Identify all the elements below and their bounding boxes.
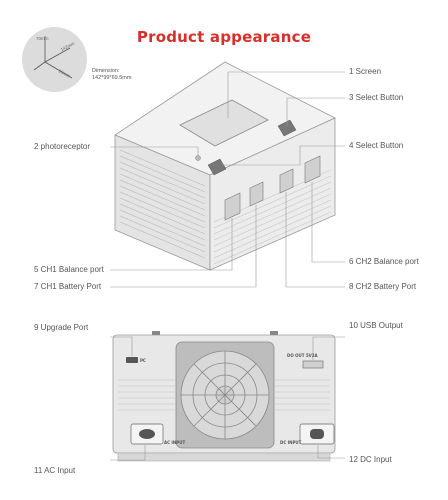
usb-output-port (302, 360, 324, 369)
callout-select-button-3: 3 Select Button (349, 93, 404, 102)
callout-dc-input: 12 DC Input (349, 455, 392, 464)
callout-ch1-balance: 5 CH1 Balance port (34, 265, 104, 274)
upgrade-port (126, 357, 138, 363)
callout-select-button-4: 4 Select Button (349, 141, 404, 150)
fan-grille (181, 351, 269, 439)
axis-height-label: 70mm (36, 36, 49, 41)
callout-ch2-balance: 6 CH2 Balance port (349, 257, 419, 266)
screen (179, 99, 269, 147)
dimension-title: Dimension: (92, 68, 120, 74)
dc-input-label: DC INPUT (280, 440, 302, 445)
ac-input-label: AC INPUT (164, 440, 186, 445)
rear-vents (118, 379, 330, 411)
callout-usb-output: 10 USB Output (349, 321, 403, 330)
callout-screen: 1 Screen (349, 67, 382, 76)
rear-top-button-right (270, 331, 278, 335)
callout-ac-input: 11 AC Input (34, 466, 76, 475)
charger-right-face (209, 117, 336, 271)
left-vents (119, 149, 206, 259)
ch1-balance-port (224, 192, 241, 221)
select-button-left (207, 158, 227, 176)
callout-lines-rear (110, 336, 345, 461)
dimension-value: 142*99*69.5mm (92, 75, 132, 81)
pc-port-label: PC (140, 358, 146, 363)
photoreceptor (195, 155, 201, 161)
dimension-box (22, 27, 87, 92)
callout-ch2-battery: 8 CH2 Battery Port (349, 282, 417, 291)
ch2-balance-port (304, 155, 321, 184)
ch2-battery-port (279, 168, 294, 194)
callout-upgrade-port: 9 Upgrade Port (34, 323, 89, 332)
rear-top-button-left (152, 331, 160, 335)
callout-photoreceptor: 2 photoreceptor (34, 142, 91, 151)
select-button-right (277, 119, 297, 137)
ch1-battery-port (249, 181, 264, 207)
rear-panel-base (117, 452, 331, 462)
page-title: Product appearance (136, 28, 312, 46)
callout-lines-top (110, 71, 345, 288)
usb-port-label: DO OUT 5V2A (287, 353, 318, 358)
callout-ch1-battery: 7 CH1 Battery Port (34, 282, 102, 291)
